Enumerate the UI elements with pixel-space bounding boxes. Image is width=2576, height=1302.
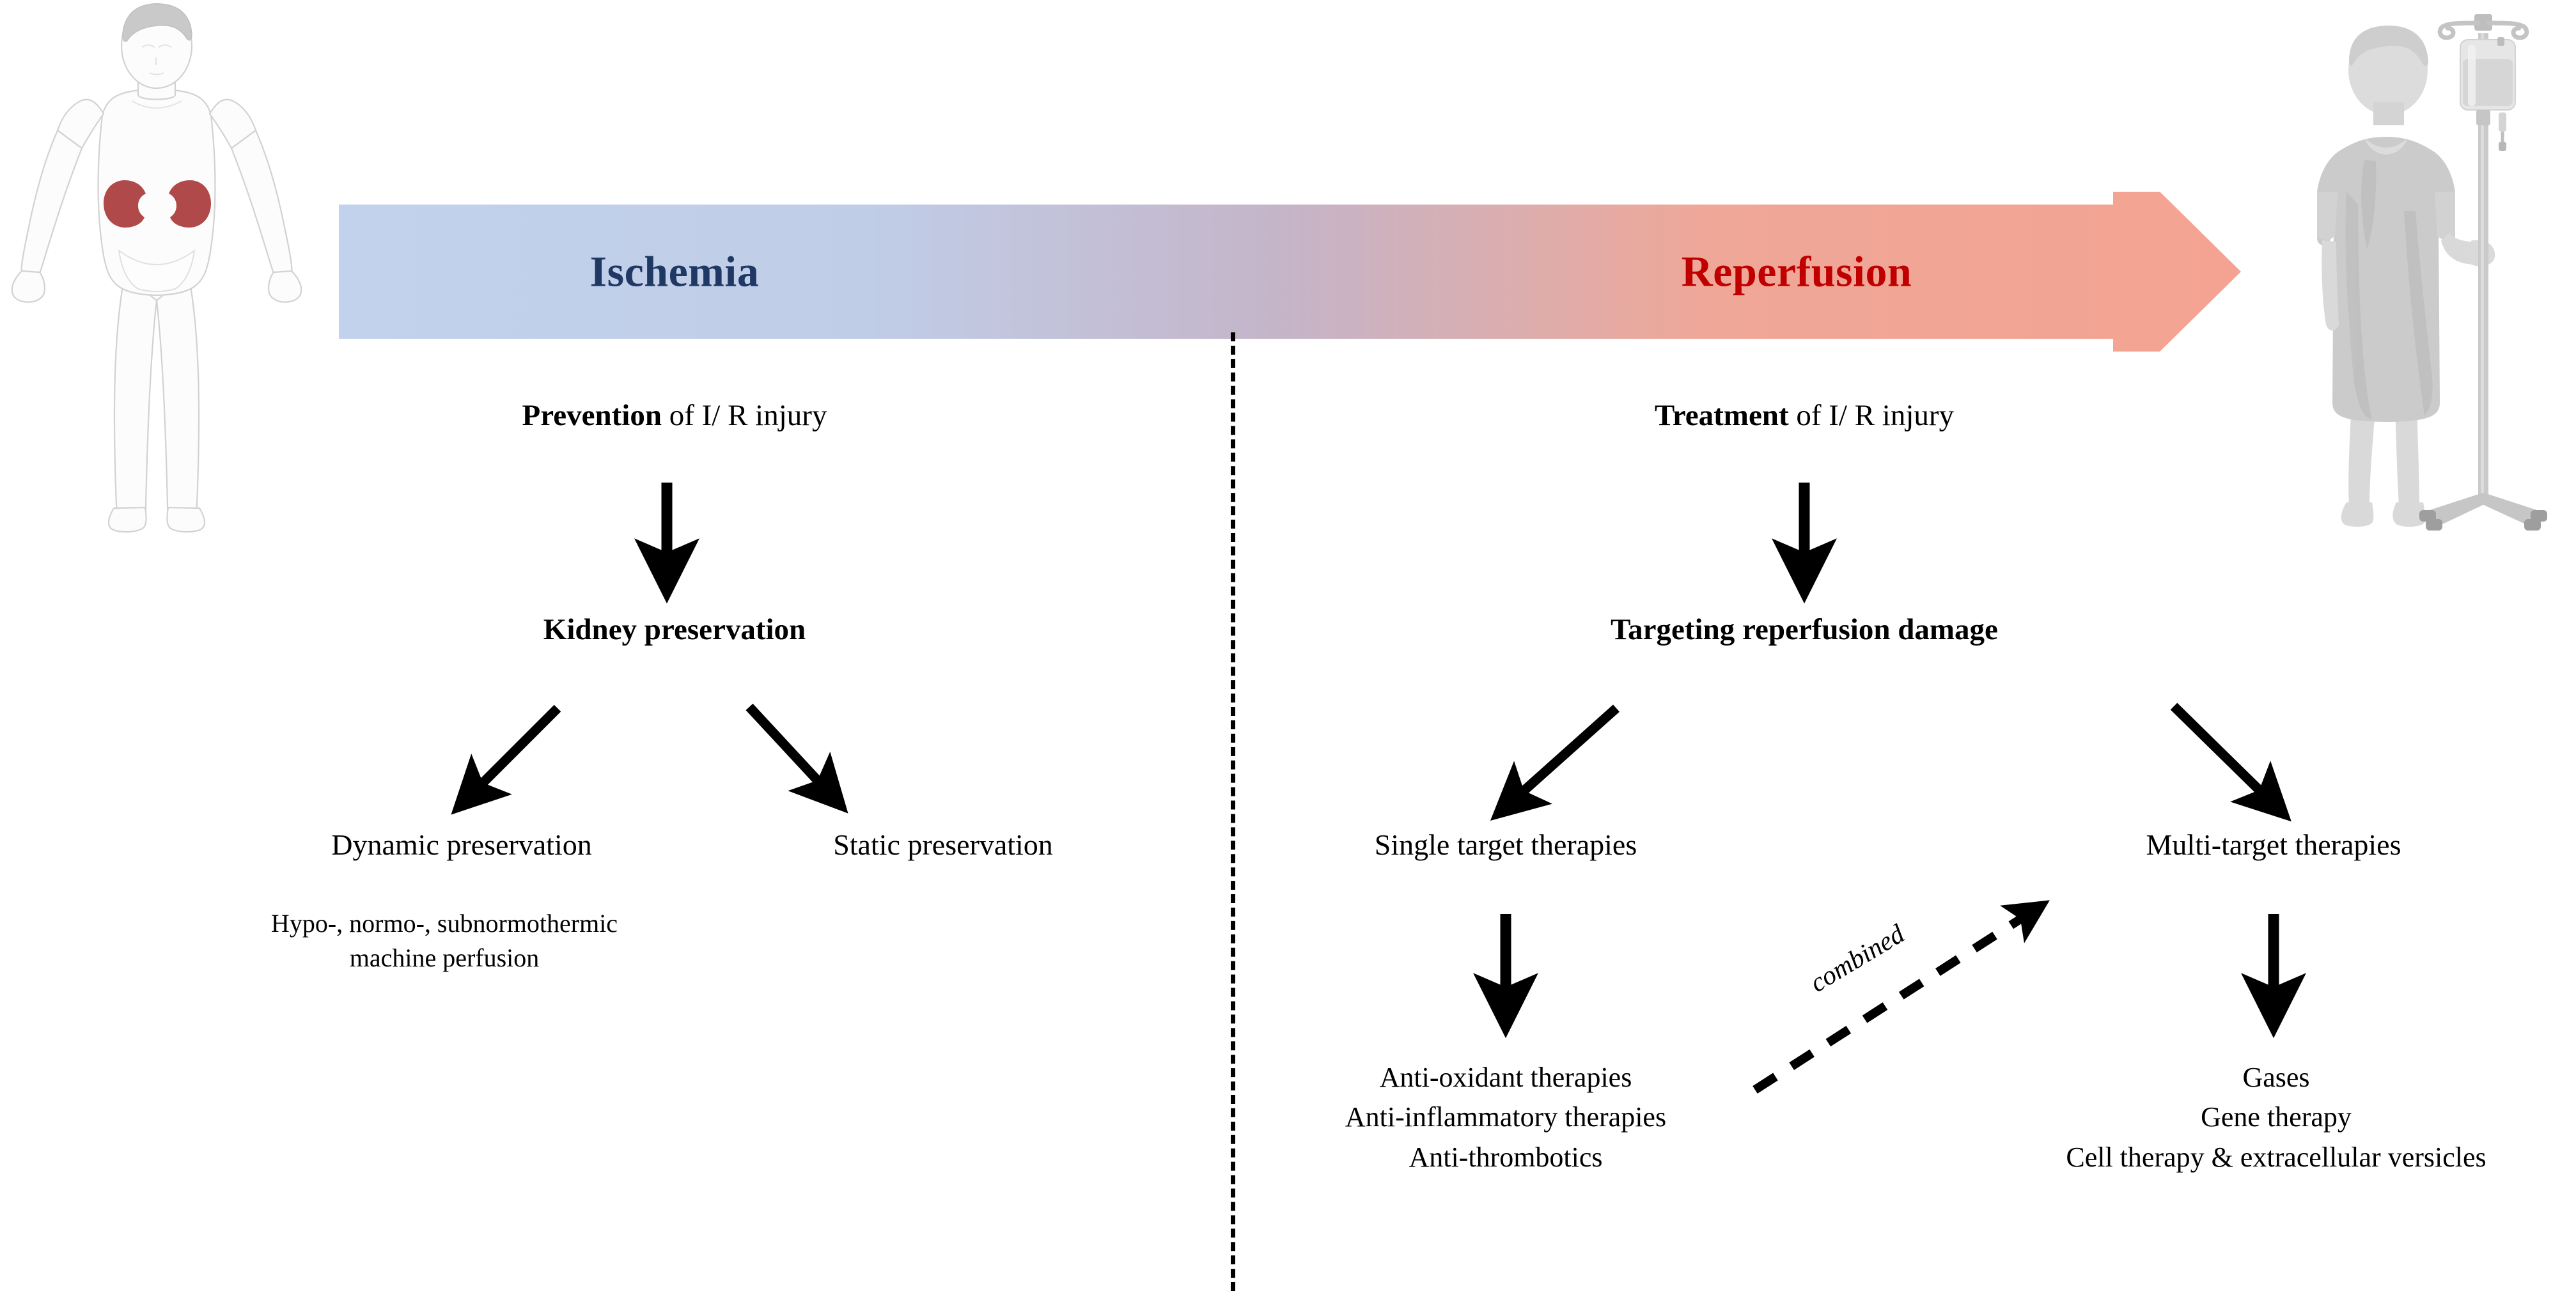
leaf-static-preservation: Static preservation <box>833 828 1053 861</box>
detail-line-2: machine perfusion <box>349 943 540 972</box>
iv-stand-shape <box>2419 14 2547 531</box>
banner-label-ischemia: Ischemia <box>589 247 760 296</box>
human-body-with-kidneys-illustration <box>6 0 307 537</box>
left-heading-rest: of I/ R injury <box>661 399 827 432</box>
right-heading-bold: Treatment <box>1654 399 1789 432</box>
ischemia-reperfusion-divider <box>1231 332 1235 1291</box>
arrow-preservation-to-static <box>745 703 848 814</box>
list-item: Anti-inflammatory therapies <box>1345 1101 1667 1133</box>
leaf-single-target-therapies: Single target therapies <box>1374 828 1637 861</box>
list-item: Cell therapy & extracellular versicles <box>2066 1141 2486 1173</box>
left-heading-bold: Prevention <box>522 399 662 432</box>
left-subheading: Kidney preservation <box>543 613 806 646</box>
patient-with-iv-drip-illustration <box>2283 0 2576 537</box>
dynamic-preservation-detail: Hypo-, normo-, subnormothermic machine p… <box>271 906 618 975</box>
banner-label-reperfusion: Reperfusion <box>1681 247 1912 296</box>
arrow-targeting-to-single <box>1490 704 1620 821</box>
ischemia-reperfusion-banner-arrow <box>339 192 2241 352</box>
combined-label: combined <box>1805 919 1910 998</box>
kidney-shape <box>104 180 211 228</box>
list-item: Gene therapy <box>2201 1101 2352 1133</box>
single-target-therapy-list: Anti-oxidant therapies Anti-inflammatory… <box>1345 1058 1666 1177</box>
arrow-preservation-to-dynamic <box>451 704 561 815</box>
list-item: Gases <box>2242 1062 2310 1093</box>
right-heading-rest: of I/ R injury <box>1788 399 1955 432</box>
left-heading: Prevention of I/ R injury <box>522 396 827 435</box>
list-item: Anti-thrombotics <box>1409 1141 1603 1173</box>
multi-target-therapy-list: Gases Gene therapy Cell therapy & extrac… <box>2066 1058 2486 1177</box>
detail-line-1: Hypo-, normo-, subnormothermic <box>270 909 618 938</box>
list-item: Anti-oxidant therapies <box>1379 1062 1632 1093</box>
leaf-dynamic-preservation: Dynamic preservation <box>331 828 592 861</box>
arrow-targeting-to-multi <box>2170 702 2291 822</box>
right-heading: Treatment of I/ R injury <box>1655 396 1954 435</box>
right-subheading: Targeting reperfusion damage <box>1611 613 1998 646</box>
leaf-multi-target-therapies: Multi-target therapies <box>2146 828 2401 861</box>
